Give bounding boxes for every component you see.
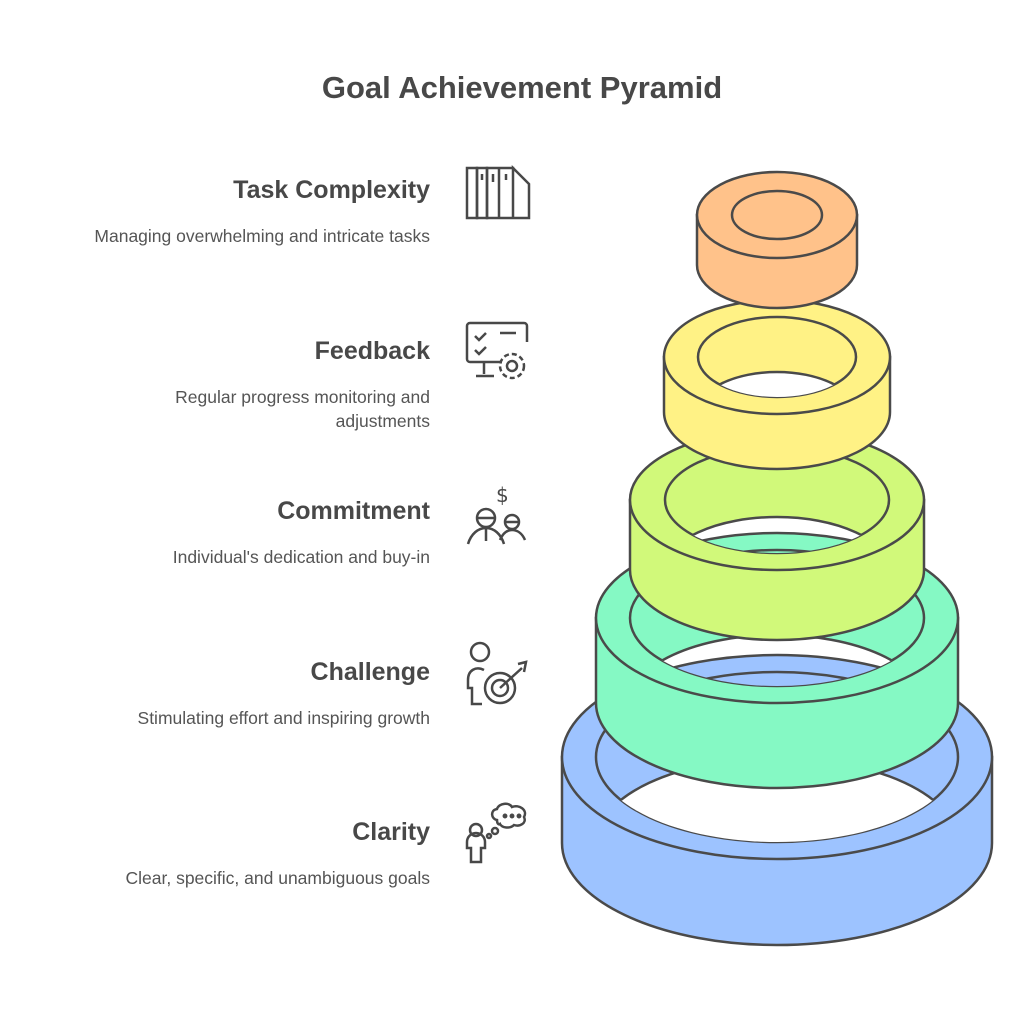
level-description: Individual's dedication and buy-in — [172, 547, 430, 567]
level-title: Task Complexity — [233, 176, 430, 204]
level-title: Challenge — [310, 658, 430, 686]
level-clarity: Clarity Clear, specific, and unambiguous… — [10, 818, 431, 890]
ring-feedback — [662, 298, 892, 471]
person-target-icon — [466, 641, 528, 706]
level-task-complexity: Task Complexity Managing overwhelming an… — [10, 176, 430, 248]
level-challenge: Challenge Stimulating effort and inspiri… — [10, 658, 430, 730]
kanban-board-icon — [465, 164, 531, 220]
ring-task-complexity — [695, 170, 859, 310]
level-description: Regular progress monitoring and adjustme… — [175, 387, 430, 431]
level-description: Clear, specific, and unambiguous goals — [125, 868, 431, 888]
people-dollar-icon: $ — [466, 483, 527, 545]
level-title: Commitment — [277, 497, 430, 525]
monitor-checklist-gear-icon — [465, 321, 529, 380]
diagram-title: Goal Achievement Pyramid — [321, 70, 723, 105]
level-commitment: Commitment Individual's dedication and b… — [10, 497, 430, 569]
level-title: Clarity — [352, 818, 430, 846]
svg-text:$: $ — [496, 483, 509, 507]
level-description: Stimulating effort and inspiring growth — [137, 708, 430, 728]
level-title: Feedback — [314, 337, 430, 365]
level-description: Managing overwhelming and intricate task… — [94, 226, 430, 246]
level-feedback: Feedback Regular progress monitoring and… — [10, 337, 430, 433]
ring-commitment — [628, 428, 926, 642]
person-thought-bubble-icon — [465, 802, 527, 864]
